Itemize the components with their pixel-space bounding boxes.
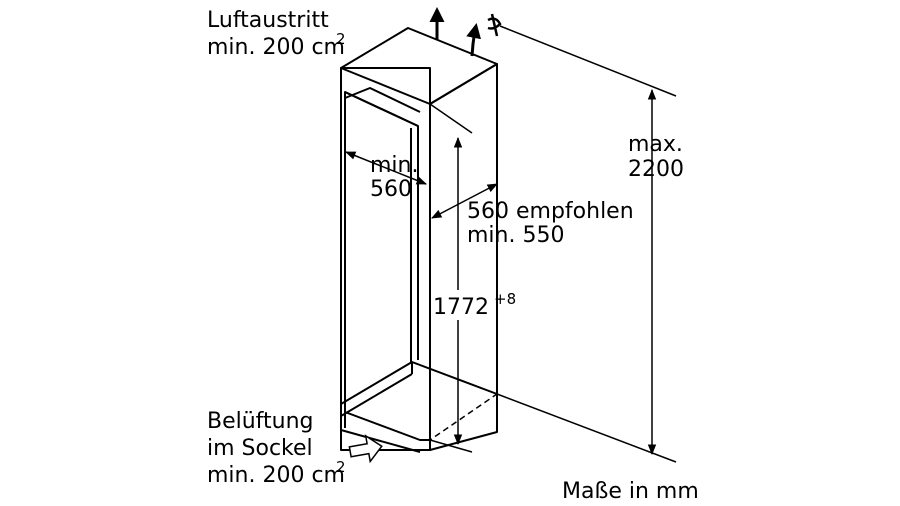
width-dimension — [429, 103, 498, 219]
max-label: max. — [628, 132, 683, 157]
ventilation-arrow-icon — [348, 434, 383, 464]
niche-plinth — [340, 361, 498, 405]
width-min-label: min. 550 — [467, 223, 564, 248]
height-tolerance-label: +8 — [494, 290, 516, 308]
ventilation-title: Belüftung — [207, 409, 314, 434]
ventilation-unit-superscript: 2 — [336, 458, 346, 476]
screw-icon — [487, 13, 502, 37]
niche-front — [340, 67, 431, 451]
air-flow-icon — [466, 23, 482, 57]
cabinet-niche — [340, 27, 498, 453]
air-outlet-title: Luftaustritt — [207, 8, 329, 33]
width-recommended-label: 560 empfohlen — [467, 199, 634, 224]
max-value-label: 2200 — [628, 157, 684, 182]
depth-min-label: min. — [370, 153, 418, 178]
ventilation-value: min. 200 cm — [207, 463, 345, 488]
ventilation-sub: im Sockel — [207, 436, 313, 461]
height-value-label: 1772 — [433, 295, 489, 320]
air-outlet-unit-superscript: 2 — [336, 30, 346, 48]
depth-value-label: 560 — [370, 177, 412, 202]
max-height-dimension — [496, 25, 677, 463]
niche-right-side — [429, 63, 498, 451]
air-outlet-value: min. 200 cm — [207, 35, 345, 60]
units-note: Maße in mm — [562, 479, 699, 504]
floor-dashed-line — [411, 361, 499, 441]
depth-dimension — [345, 151, 427, 185]
